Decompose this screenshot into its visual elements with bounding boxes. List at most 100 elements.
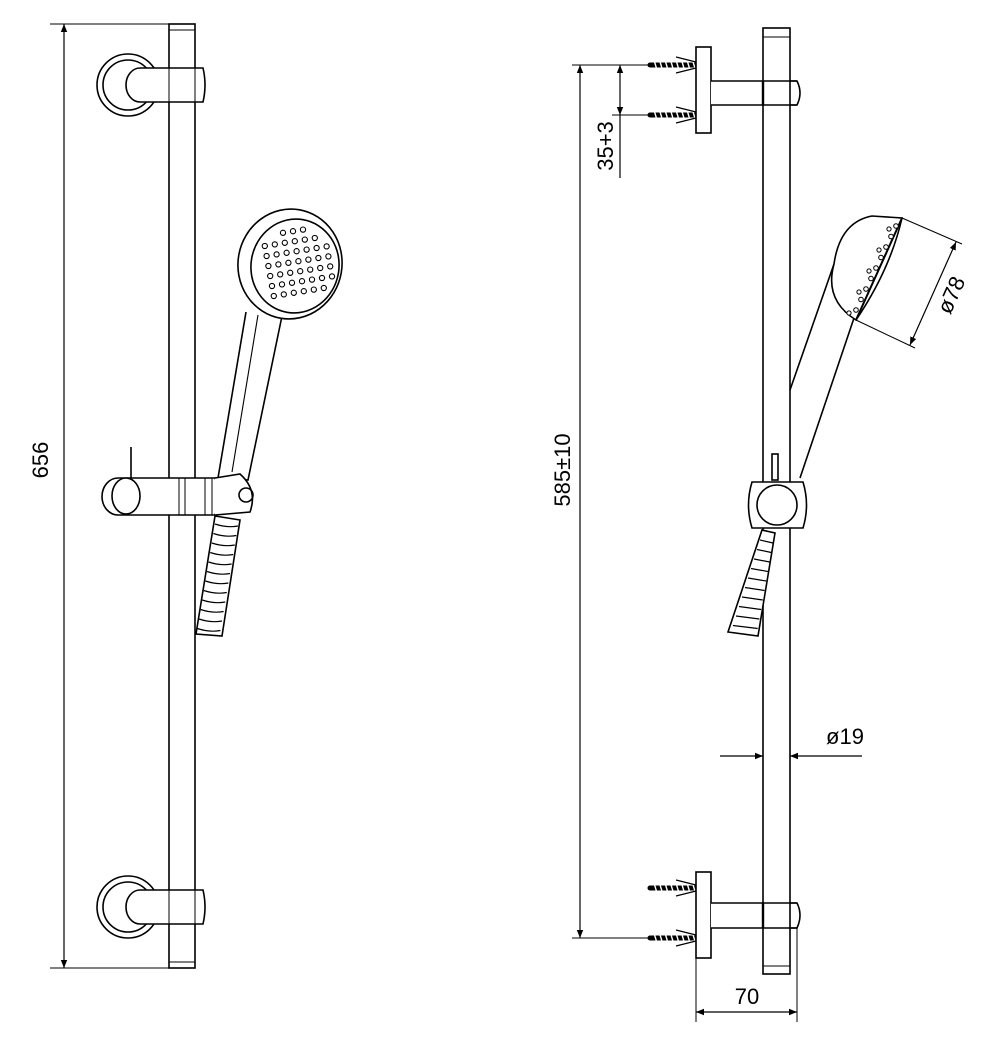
nozzle	[291, 238, 298, 245]
nozzle	[300, 288, 307, 295]
nozzle	[893, 223, 899, 229]
hose-ring	[747, 577, 767, 582]
hose-ring	[759, 539, 774, 544]
nozzle	[866, 268, 872, 274]
overall-height-dimension: 656	[28, 23, 170, 969]
nozzle	[263, 252, 270, 260]
shower-hose	[195, 515, 241, 637]
slider-holder	[101, 447, 254, 516]
nozzle	[876, 247, 882, 253]
nozzle	[863, 286, 869, 292]
projection-dimension: 70	[695, 928, 798, 1022]
hose-ring	[200, 608, 224, 613]
nozzle	[297, 268, 304, 275]
nozzle	[315, 254, 322, 262]
nozzle	[886, 226, 892, 232]
hose-ring	[202, 599, 226, 604]
hose-ring	[213, 532, 237, 537]
nozzle	[299, 226, 307, 233]
nozzle	[290, 289, 297, 296]
nozzle	[327, 263, 334, 270]
nozzle	[277, 271, 284, 278]
top-wall-bracket	[96, 53, 206, 117]
nozzle	[853, 307, 859, 313]
nozzle	[279, 229, 287, 236]
nozzle	[270, 292, 277, 300]
nozzle	[305, 256, 312, 263]
hose-ring	[750, 567, 769, 573]
nozzle	[283, 249, 290, 256]
nozzle	[858, 296, 864, 303]
handshower	[217, 208, 343, 481]
nozzle	[281, 239, 288, 246]
hose-ring	[210, 551, 234, 556]
hose-ring	[211, 542, 235, 547]
nozzle	[271, 241, 278, 248]
hose-rings	[197, 523, 239, 632]
nozzle	[318, 274, 326, 282]
nozzle	[303, 246, 310, 253]
nozzle	[868, 275, 874, 282]
nozzle	[275, 261, 282, 268]
nozzle	[320, 284, 327, 292]
hose-ring	[735, 615, 760, 620]
side-shower-hose	[726, 529, 776, 637]
nozzle	[301, 236, 308, 243]
side-view: 585±10 35+3	[550, 27, 970, 1022]
top-wall-plate	[695, 46, 712, 134]
hose-ring	[753, 558, 770, 563]
side-slider	[747, 453, 808, 529]
nozzle	[323, 243, 330, 250]
nozzle	[328, 273, 336, 280]
bottom-wall-plate	[695, 871, 712, 959]
hose-ring	[206, 570, 231, 575]
nozzle	[317, 264, 324, 272]
hose-ring	[744, 586, 765, 592]
bracket-spacing-label: 35+3	[593, 121, 618, 171]
nozzle	[856, 289, 862, 295]
projection-label: 70	[735, 984, 759, 1009]
nozzle	[311, 234, 318, 242]
bracket-spacing-dimension: 35+3	[593, 65, 665, 178]
hose-ring	[741, 596, 763, 601]
bottom-wall-bracket	[96, 875, 206, 939]
nozzle	[307, 266, 314, 273]
hose-ring	[205, 580, 229, 585]
nozzle	[298, 278, 306, 285]
nozzle	[288, 279, 296, 286]
hose-ring	[203, 589, 227, 594]
hose-ring	[732, 624, 758, 630]
nozzle	[313, 244, 320, 252]
overall-height-label: 656	[28, 442, 53, 479]
rail-diameter-label: ø19	[826, 724, 864, 749]
wall-screws	[647, 56, 699, 947]
nozzle	[285, 259, 292, 266]
nozzle	[295, 258, 302, 265]
hose-ring	[197, 627, 221, 632]
hose-ring	[738, 605, 762, 611]
nozzle	[883, 244, 889, 250]
nozzle	[287, 269, 294, 276]
hose-ring	[198, 618, 223, 623]
spray-nozzles	[261, 226, 336, 300]
screw	[647, 56, 699, 74]
nozzle	[289, 228, 297, 235]
nozzle	[261, 242, 268, 250]
front-view: 656	[28, 23, 343, 969]
screw	[647, 929, 699, 947]
side-hose-rings	[732, 539, 774, 630]
side-spray-nozzles	[846, 223, 899, 316]
side-handshower	[789, 215, 903, 479]
nozzle	[267, 272, 274, 280]
mount-spacing-label: 585±10	[550, 433, 575, 506]
nozzle	[273, 251, 280, 258]
nozzle	[846, 310, 852, 316]
screw	[647, 106, 699, 124]
nozzle	[280, 291, 287, 298]
nozzle	[278, 281, 286, 288]
screw	[647, 879, 699, 897]
hose-ring	[756, 548, 772, 554]
hose-ring	[214, 523, 239, 528]
nozzle	[878, 254, 884, 261]
